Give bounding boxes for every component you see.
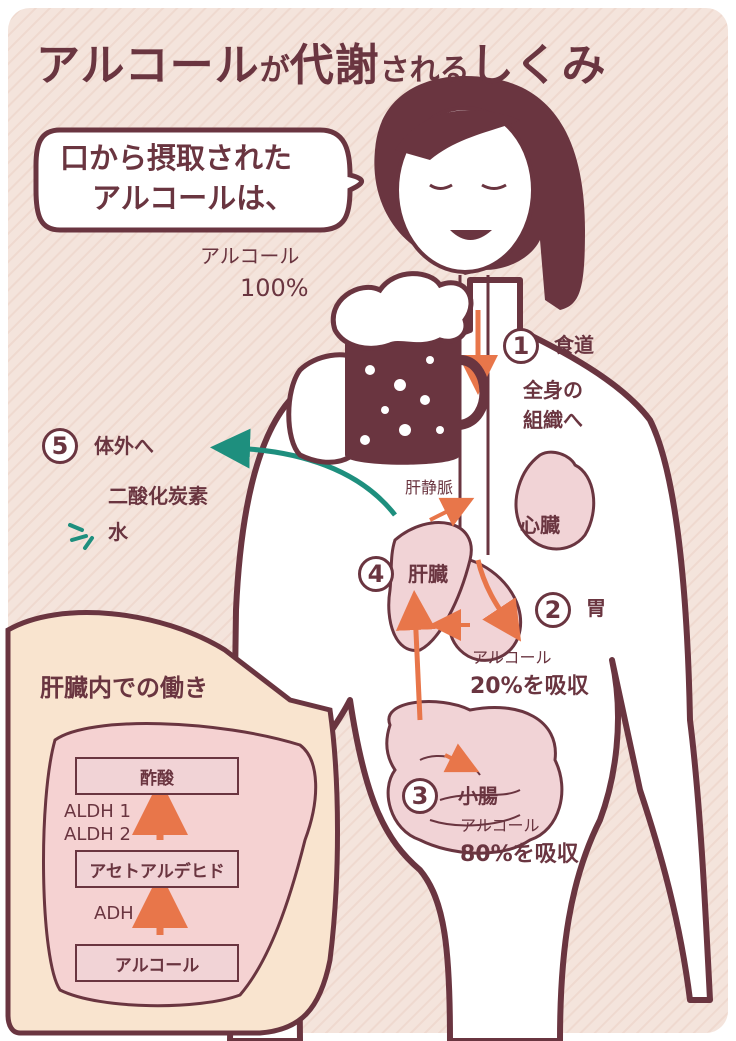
bubble-line2: アルコールは、 (92, 181, 295, 215)
splash-icon (68, 523, 94, 550)
body-outline (227, 277, 713, 1041)
step-4-badge: 4 (358, 556, 394, 592)
arrow-stomach (475, 559, 522, 642)
title-part4: される (379, 53, 470, 88)
whole-body-line1: 全身の (523, 378, 583, 402)
enzyme-aldh2: ALDH 2 (64, 824, 131, 845)
intestine-absorb-label: アルコール (460, 816, 540, 835)
title-part1: アルコール (36, 40, 260, 91)
mouth (450, 230, 492, 240)
liver-inset-heading: 肝臓内での働き (40, 674, 208, 702)
arrow-hepatic-vein (429, 497, 475, 527)
arrow-out-of-body (210, 428, 397, 517)
beer-bubbles (360, 356, 444, 445)
out-item-water: 水 (108, 520, 128, 544)
left-eye (429, 183, 453, 190)
enzyme-adh: ADH (94, 903, 134, 924)
enzyme-aldh1: ALDH 1 (64, 801, 131, 822)
esophagus-label: 食道 (554, 333, 594, 357)
whole-body-line2: 組織へ (523, 408, 583, 432)
title-part3: 代謝 (289, 40, 380, 91)
title-part2: が (259, 53, 290, 88)
step-1-badge: 1 (503, 328, 539, 364)
stomach-absorb-value: 20%を吸収 (470, 674, 589, 699)
liver-label: 肝臓 (408, 562, 448, 586)
page-title: アルコールが代謝されるしくみ (36, 44, 606, 88)
out-item-co2: 二酸化炭素 (108, 484, 208, 508)
intake-percent: 100% (240, 274, 309, 302)
arrow-to-liver (395, 590, 436, 721)
hepatic-vein-label: 肝静脈 (405, 478, 454, 497)
intake-label: アルコール (200, 244, 300, 268)
hand (286, 352, 363, 465)
beer-foam (330, 271, 474, 351)
beer-mug (345, 330, 460, 465)
small-intestine-label: 小腸 (458, 784, 498, 808)
bubble-line1: 口から摂取された (60, 141, 293, 175)
stomach-absorb-label: アルコール (472, 648, 552, 667)
out-label: 体外へ (94, 434, 154, 458)
box-acetic-acid: 酢酸 (75, 757, 239, 795)
step-5-badge: 5 (42, 428, 78, 464)
heart (514, 450, 596, 551)
speech-bubble (33, 127, 364, 233)
intestine-absorb-value: 80%を吸収 (460, 842, 579, 867)
box-acetaldehyde: アセトアルデヒド (75, 850, 239, 888)
step-3-badge: 3 (402, 778, 438, 814)
right-eye (481, 183, 507, 190)
title-part5: しくみ (469, 40, 607, 91)
step-2-badge: 2 (535, 592, 571, 628)
stomach-label: 胃 (586, 596, 606, 620)
heart-label: 心臓 (520, 513, 560, 537)
box-alcohol: アルコール (75, 944, 239, 982)
